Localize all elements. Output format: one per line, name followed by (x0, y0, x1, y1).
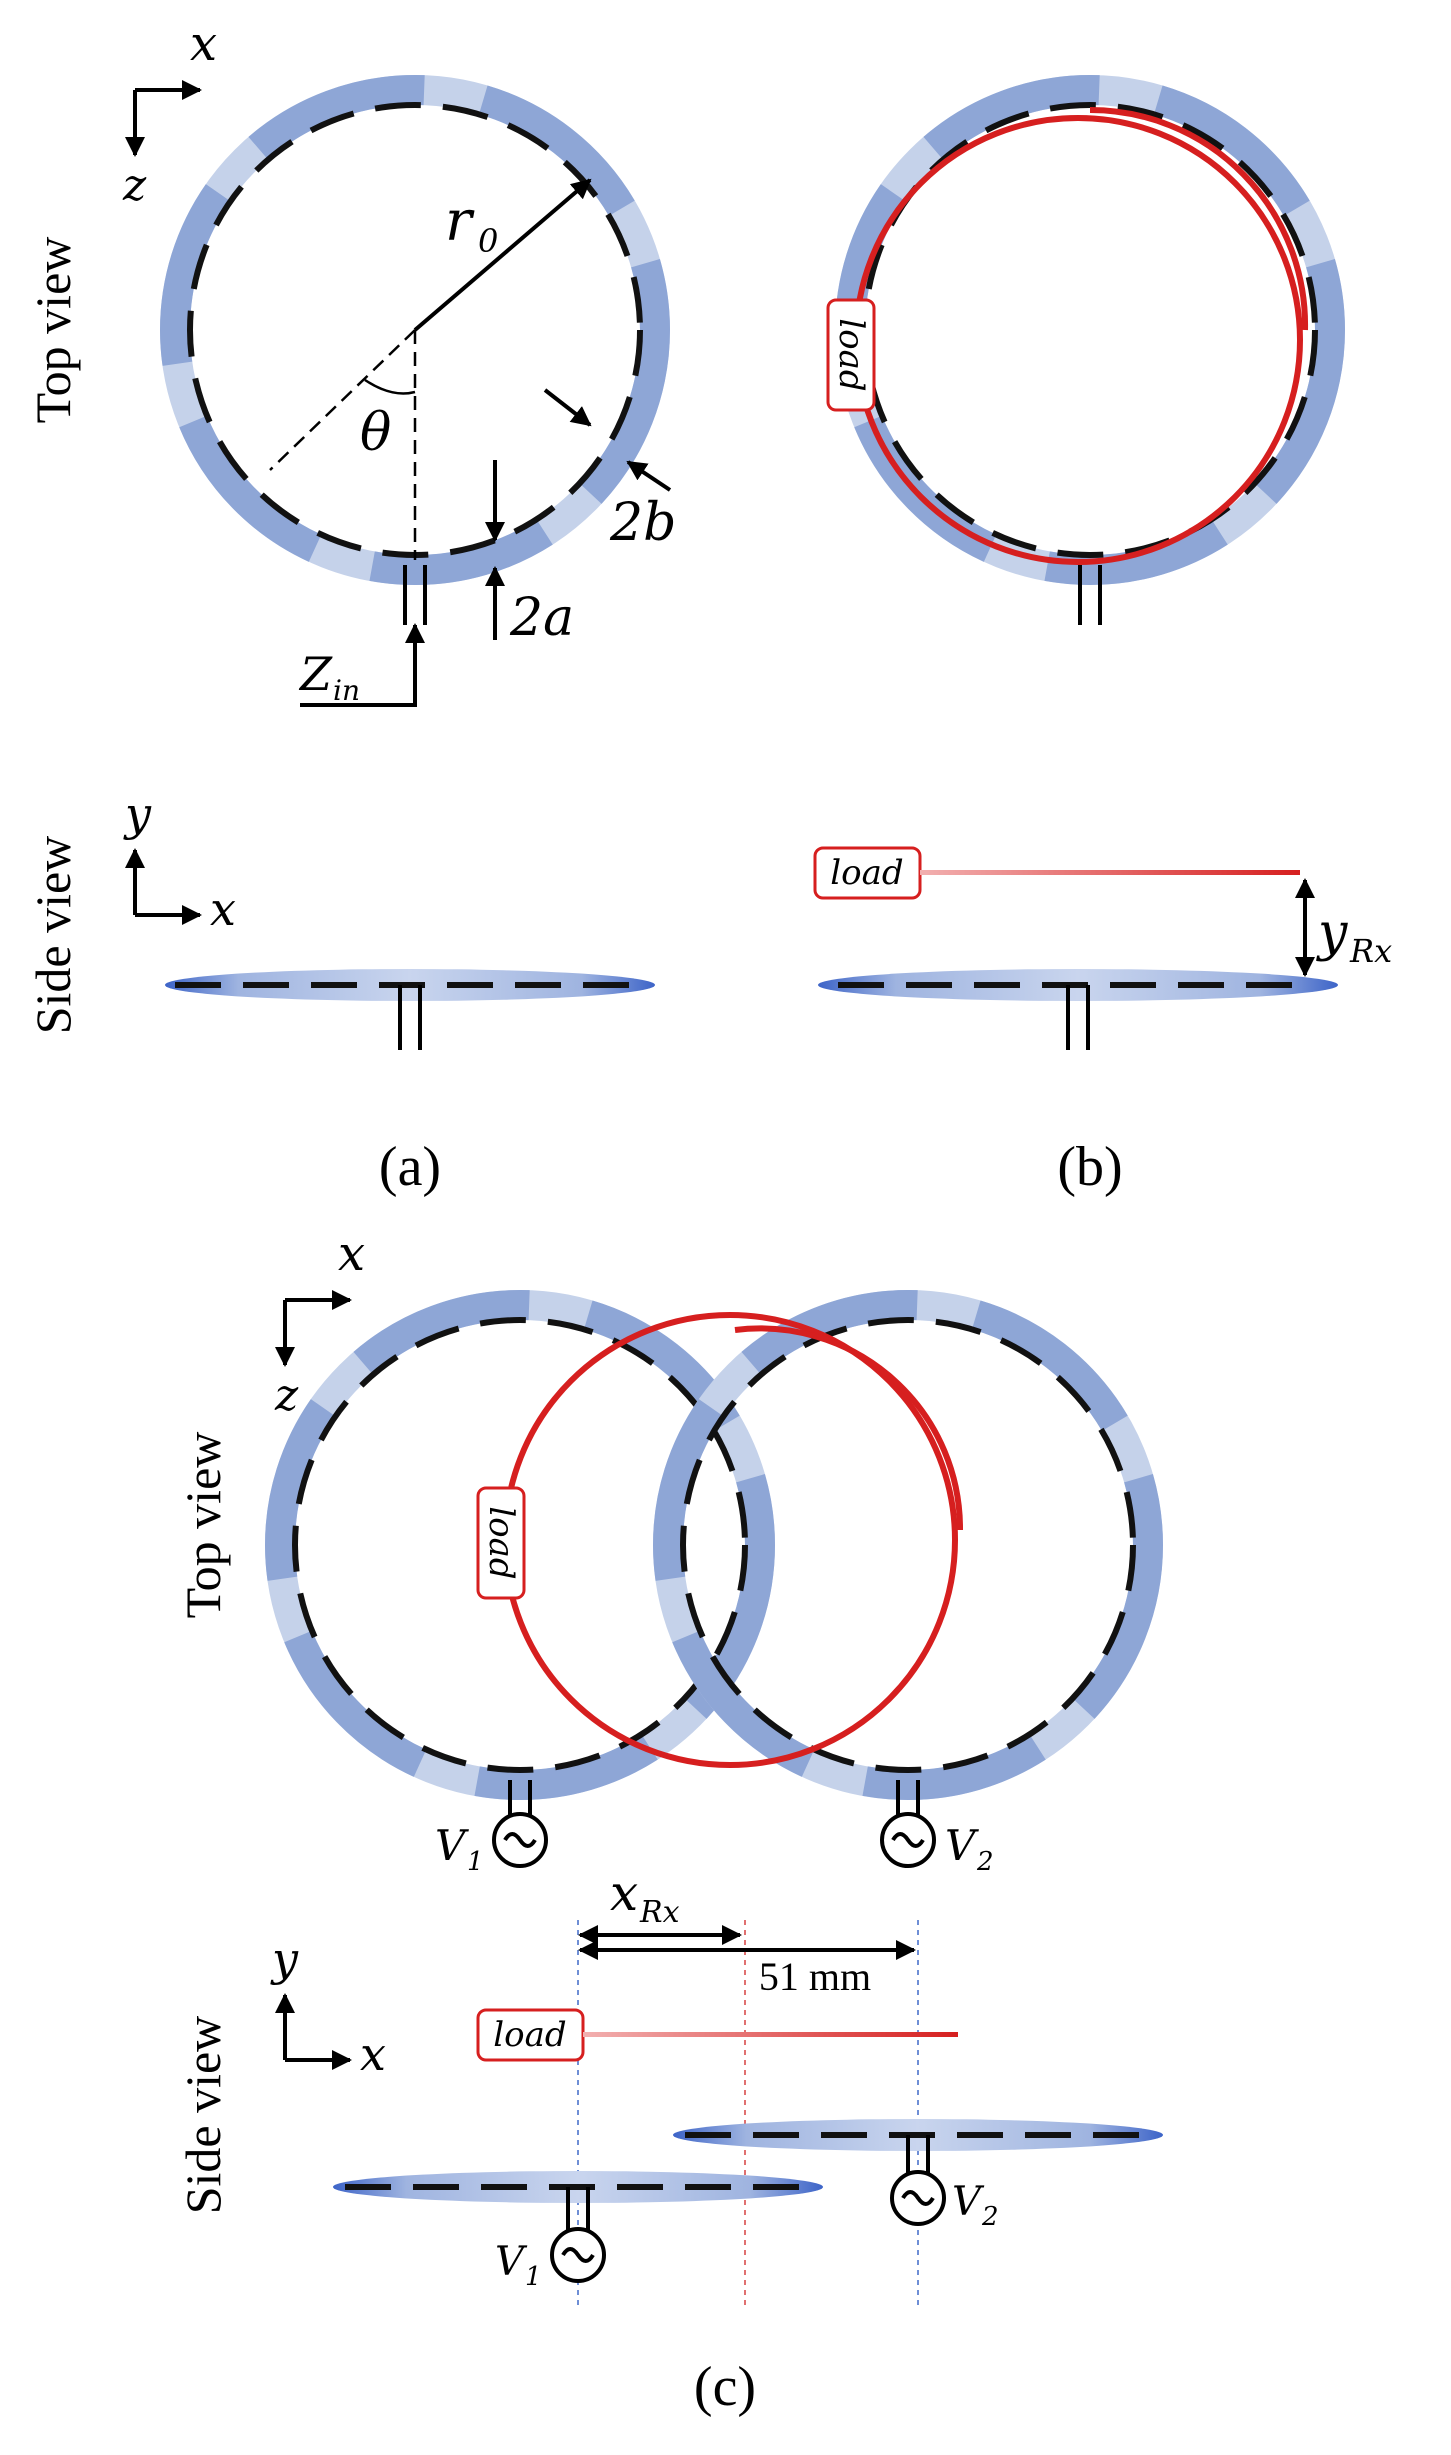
offset-label: x (610, 1864, 638, 1922)
width-label: 2b (609, 493, 676, 553)
panel-c-top: Top view x z load V 1 V 2 (175, 1226, 1163, 1877)
side-view-label-a: Side view (25, 836, 81, 1035)
side-feed-a (398, 985, 422, 1050)
source1-sub-side: 1 (525, 2262, 542, 2292)
radius-label: r (445, 189, 475, 254)
radius-sub: 0 (478, 222, 498, 260)
width-arrow-in (543, 388, 592, 427)
load-label-side-c: load (493, 2015, 566, 2055)
source1-label-top: V (435, 1821, 469, 1870)
axis-x-label: x (190, 16, 217, 72)
height-sub: Rx (1349, 932, 1392, 970)
axis-z-label-c: z (274, 1370, 299, 1421)
load-label-side-b: load (830, 853, 903, 893)
load-label-top-b: load (831, 318, 871, 391)
feed-c2 (896, 1780, 920, 1815)
panel-b-side: load y Rx (813, 846, 1392, 1050)
top-view-label-a: Top view (25, 237, 81, 424)
gap-label: 2a (509, 588, 574, 648)
distance-label: 51 mm (759, 1954, 871, 1999)
axis-x-label-a2: x (210, 882, 236, 936)
source1-sub-top: 1 (467, 1847, 484, 1877)
caption-b: (b) (1057, 1136, 1122, 1198)
axis-x-label-c2: x (360, 2027, 386, 2081)
receiver-side-b (920, 870, 1300, 875)
source2-sub-side: 2 (981, 2202, 999, 2232)
feed-lines-a (403, 565, 427, 625)
conductor-c1 (292, 1317, 748, 1773)
source2-label-side: V (952, 2179, 985, 2225)
receiver-loop-b (853, 115, 1303, 565)
source1-label-side: V (495, 2239, 528, 2285)
axis-y-label-c: y (270, 1932, 299, 1986)
side-feed-b (1066, 985, 1090, 1050)
load-box-top-b (826, 298, 876, 412)
panel-c-side: Side view y x x Rx 51 mm load V 2 V 1 (175, 1864, 1163, 2310)
feed-arrow-a (300, 623, 425, 707)
caption-a: (a) (379, 1136, 441, 1198)
height-label: y (1316, 903, 1348, 963)
offset-sub: Rx (639, 1895, 680, 1930)
source2-label-top: V (945, 1821, 979, 1870)
receiver-arc-c (734, 1325, 964, 1531)
zin-sub: in (333, 674, 360, 707)
feed-c1 (508, 1780, 532, 1815)
angle-ray (269, 329, 416, 471)
panel-a-side: Side view y x (25, 787, 655, 1050)
conductor-c2 (680, 1317, 1136, 1773)
side-view-label-c: Side view (175, 2016, 231, 2215)
feed-lines-b (1078, 565, 1102, 625)
width-arrow-out (626, 460, 672, 492)
panel-b-top: load (826, 75, 1345, 625)
load-label-top-c: load (481, 1506, 521, 1579)
panel-a-top: Top view x z Z in r 0 θ 2b 2a (25, 16, 676, 707)
angle-arc (364, 378, 416, 395)
axis-y-label-a: y (123, 787, 152, 841)
top-view-label-c: Top view (175, 1432, 231, 1619)
source2-sub-top: 2 (976, 1847, 994, 1877)
theta-label: θ (360, 403, 391, 463)
load-box-top-c (476, 1486, 526, 1600)
caption-c: (c) (694, 2356, 756, 2418)
axis-z-label: z (122, 160, 147, 211)
radius-arrow (413, 178, 592, 332)
zin-label: Z (298, 647, 333, 701)
receiver-side-c (583, 2032, 958, 2037)
axis-x-label-c: x (338, 1226, 365, 1282)
axes-xz-a: x z (122, 16, 217, 211)
receiver-arc-b (1089, 107, 1309, 331)
